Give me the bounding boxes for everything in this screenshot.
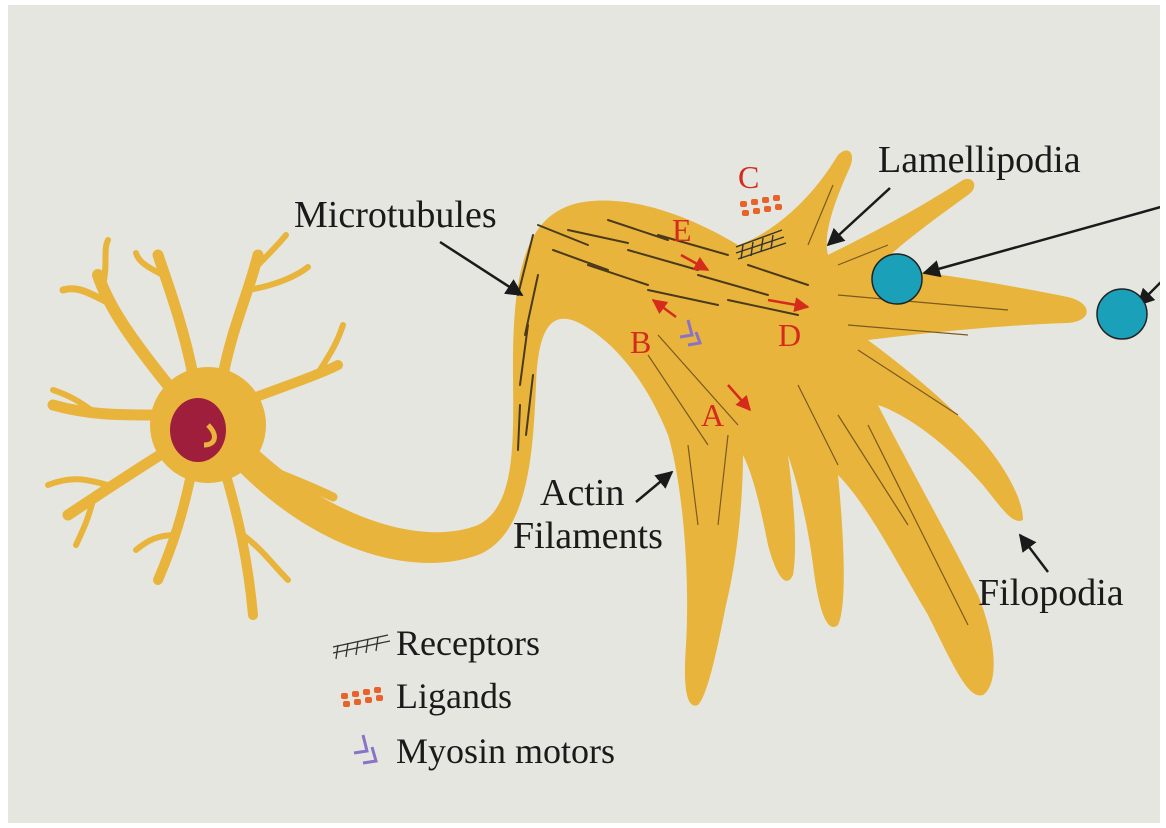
marker-d: D xyxy=(778,317,801,353)
nucleus xyxy=(170,398,226,462)
myosin-icon xyxy=(354,735,376,763)
legend-receptors: Receptors xyxy=(396,623,540,663)
teal-ball-2 xyxy=(1097,289,1147,339)
marker-c: C xyxy=(738,159,759,195)
ligand-cluster xyxy=(740,195,782,216)
label-filaments: Filaments xyxy=(513,515,663,557)
label-filopodia: Filopodia xyxy=(978,572,1124,614)
teal-ball-1 xyxy=(872,254,922,304)
marker-a: A xyxy=(701,397,724,433)
ligands-icon xyxy=(341,687,383,707)
receptors-icon xyxy=(333,635,390,659)
marker-b: B xyxy=(630,324,651,360)
neuron-diagram: Microtubules Lamellipodia Actin Filament… xyxy=(8,5,1160,823)
marker-e: E xyxy=(672,212,692,248)
diagram-canvas: Microtubules Lamellipodia Actin Filament… xyxy=(8,5,1160,823)
label-actin: Actin xyxy=(540,472,624,514)
legend-ligands: Ligands xyxy=(396,676,512,716)
legend-myosin: Myosin motors xyxy=(396,731,615,771)
legend: Receptors Ligands Myosin motors xyxy=(333,623,615,771)
label-microtubules: Microtubules xyxy=(294,194,497,236)
label-lamellipodia: Lamellipodia xyxy=(878,139,1081,181)
